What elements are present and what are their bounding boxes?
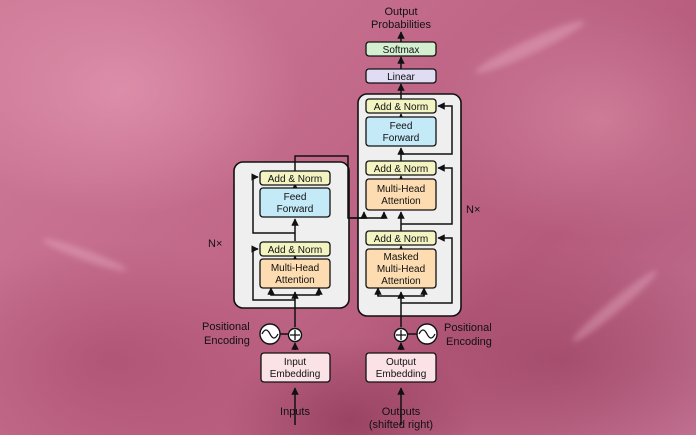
input-embedding-label-1: Input <box>284 357 306 368</box>
output-embedding-box <box>365 352 437 383</box>
decoder-add-norm-middle <box>365 160 437 176</box>
decoder-add-norm-bottom <box>365 230 437 246</box>
outputs-label-2: (shifted right) <box>369 419 433 431</box>
encoder-add-norm-top-label: Add & Norm <box>268 174 322 185</box>
encoder-multi-head-attention <box>259 258 331 289</box>
outputs-label-1: Outputs <box>382 406 421 418</box>
encoder-add-norm-bottom <box>259 241 331 257</box>
masked-attention-label-3: Attention <box>381 276 420 287</box>
decoder-masked-attention <box>365 248 437 289</box>
sine-wave-icon <box>261 329 279 339</box>
decoder-attention-label-1: Multi-Head <box>377 184 425 195</box>
encoder-feed-forward-label-2: Forward <box>277 204 314 215</box>
decoder-multi-head-attention <box>365 178 437 211</box>
plus-icon <box>396 330 406 340</box>
encoder-feed-forward-label-1: Feed <box>284 192 307 203</box>
encoder-positional-label-1: Positional <box>202 321 250 333</box>
decoder-feed-forward-label-1: Feed <box>390 121 413 132</box>
input-embedding-label-2: Embedding <box>270 369 321 380</box>
softmax-box <box>365 41 437 57</box>
encoder-positional-label-2: Encoding <box>204 335 250 347</box>
linear-label: Linear <box>387 72 415 83</box>
input-embedding-box <box>260 352 331 383</box>
linear-box <box>365 68 437 84</box>
decoder-feed-forward-label-2: Forward <box>383 133 420 144</box>
encoder-add-norm-top <box>259 170 331 186</box>
sine-wave-icon <box>418 329 436 339</box>
encoder-nx-label: N× <box>208 238 222 250</box>
decoder-add-norm-middle-label: Add & Norm <box>374 164 428 175</box>
plus-icon <box>290 330 300 340</box>
decoder-feed-forward <box>365 116 437 147</box>
output-embedding-label-1: Output <box>386 357 416 368</box>
inputs-label: Inputs <box>280 406 310 418</box>
softmax-label: Softmax <box>383 45 420 56</box>
decoder-add-norm-top-label: Add & Norm <box>374 102 428 113</box>
connections <box>251 31 453 425</box>
output-embedding-label-2: Embedding <box>376 369 427 380</box>
output-probabilities-label-2: Probabilities <box>371 19 431 31</box>
masked-attention-label-1: Masked <box>383 252 418 263</box>
decoder-positional-label-2: Encoding <box>446 336 492 348</box>
encoder-add-norm-bottom-label: Add & Norm <box>268 245 322 256</box>
decoder-positional-label-1: Positional <box>444 322 492 334</box>
decoder-nx-label: N× <box>466 204 480 216</box>
encoder-feed-forward <box>259 187 331 218</box>
output-probabilities-label-1: Output <box>384 6 417 18</box>
decoder-add-norm-top <box>365 98 437 114</box>
encoder-attention-label-1: Multi-Head <box>271 263 319 274</box>
masked-attention-label-2: Multi-Head <box>377 264 425 275</box>
decoder-attention-label-2: Attention <box>381 196 420 207</box>
encoder-attention-label-2: Attention <box>275 275 314 286</box>
decoder-add-norm-bottom-label: Add & Norm <box>374 234 428 245</box>
